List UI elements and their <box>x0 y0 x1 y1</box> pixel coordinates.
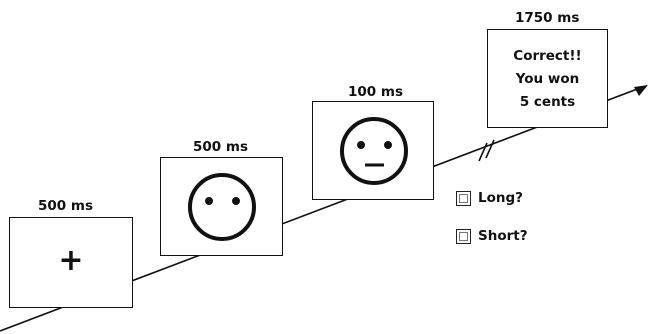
frame-1-fixation: + <box>9 217 133 308</box>
frame-3-duration: 100 ms <box>348 84 403 100</box>
frame-2-duration: 500 ms <box>193 139 248 155</box>
frame-2-face <box>160 157 283 256</box>
frame-1-duration: 500 ms <box>38 198 93 214</box>
response-option-long[interactable]: Long? <box>456 190 523 206</box>
long-checkbox[interactable] <box>456 190 471 206</box>
timeline-arrowhead <box>634 85 648 96</box>
response-option-short[interactable]: Short? <box>456 228 528 244</box>
face-outline <box>340 117 408 185</box>
left-eye <box>357 141 365 149</box>
right-eye <box>232 197 240 205</box>
fixation-cross: + <box>58 243 84 278</box>
time-break-mark-1 <box>478 142 488 162</box>
feedback-line-2: You won <box>515 71 580 87</box>
short-label: Short? <box>478 228 528 244</box>
feedback-line-3: 5 cents <box>519 94 576 110</box>
frame-3-face <box>312 101 434 200</box>
right-eye <box>384 141 392 149</box>
short-checkbox[interactable] <box>456 228 471 244</box>
face-outline <box>188 173 256 241</box>
frame-4-feedback: Correct!! You won 5 cents <box>487 29 608 128</box>
long-label: Long? <box>478 190 523 206</box>
left-eye <box>205 197 213 205</box>
feedback-line-1: Correct!! <box>513 48 582 64</box>
time-break-mark-2 <box>485 139 495 159</box>
frame-4-duration: 1750 ms <box>515 10 580 26</box>
face-icon <box>188 173 256 241</box>
face-mouth-icon <box>340 117 408 185</box>
